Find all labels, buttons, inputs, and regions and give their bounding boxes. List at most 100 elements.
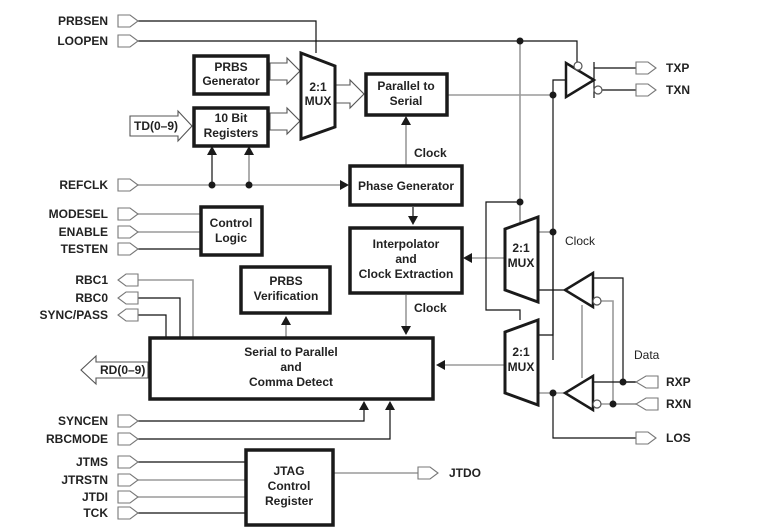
block-jtag: JTAG Control Register — [244, 448, 335, 527]
rx-mux-top-label-2: MUX — [508, 256, 535, 270]
block-interpolator: Interpolator and Clock Extraction — [348, 226, 464, 295]
pin-label-txp: TXP — [666, 61, 689, 75]
prbs-verification-label-1: PRBS — [269, 274, 302, 288]
block-phase-generator: Phase Generator — [348, 164, 464, 207]
wire-rbc0 — [138, 297, 181, 337]
tx-mux-label-1: 2:1 — [309, 80, 327, 94]
port-rxn — [634, 397, 659, 411]
block-rx-mux-top: 2:1 MUX — [503, 214, 540, 305]
block-serial-to-parallel: Serial to Parallel and Comma Detect — [148, 336, 435, 401]
port-txp — [635, 61, 657, 75]
clock-label-top: Clock — [414, 146, 447, 160]
data-label-right: Data — [634, 348, 660, 362]
pin-label-syncen: SYNCEN — [58, 414, 108, 428]
block-prbs-verification: PRBS Verification — [239, 265, 332, 315]
junction-dot — [516, 37, 524, 45]
port-modesel — [117, 207, 139, 221]
junction-dot — [549, 228, 557, 236]
pin-label-sync-pass: SYNC/PASS — [40, 308, 108, 322]
pin-label-rxn: RXN — [666, 397, 691, 411]
wire-mux-select-loop — [485, 201, 521, 320]
pin-label-jtdi: JTDI — [82, 490, 108, 504]
junction-dot — [549, 91, 557, 99]
tx-driver — [564, 60, 603, 100]
pin-labels: PRBSEN LOOPEN REFCLK MODESEL ENABLE TEST… — [40, 14, 692, 520]
wire-los — [552, 393, 636, 439]
clock-label-mid: Clock — [414, 301, 447, 315]
wire-tx-in — [552, 79, 565, 95]
pin-label-tck: TCK — [83, 506, 108, 520]
s2p-label-1: Serial to Parallel — [244, 345, 337, 359]
pin-label-jtms: JTMS — [76, 455, 108, 469]
arrowheads — [207, 116, 472, 410]
port-refclk — [117, 178, 139, 192]
rx-receiver-bottom — [562, 373, 602, 413]
pin-label-testen: TESTEN — [61, 242, 108, 256]
pin-label-los: LOS — [666, 431, 691, 445]
junction-dot — [549, 389, 557, 397]
bus-label-td: TD(0–9) — [134, 119, 178, 133]
port-rbc1 — [117, 273, 139, 287]
arrow-clock-s2p — [401, 326, 411, 335]
port-testen — [117, 242, 139, 256]
junction-dot — [619, 378, 627, 386]
td-bus-input — [129, 109, 193, 143]
phase-generator-label: Phase Generator — [358, 179, 454, 193]
wire-loopen — [138, 40, 578, 62]
jtag-label-3: Register — [265, 494, 313, 508]
wire-mux-bot-in — [538, 232, 554, 336]
port-loopen — [117, 34, 139, 48]
jtag-label-2: Control — [268, 479, 311, 493]
arrow-syncen — [359, 401, 369, 410]
junction-dot — [516, 198, 524, 206]
s2p-label-2: and — [280, 360, 301, 374]
pin-label-jtdo: JTDO — [449, 466, 481, 480]
pin-label-enable: ENABLE — [59, 225, 108, 239]
block-tx-mux: 2:1 MUX — [299, 50, 337, 142]
port-sync-pass — [117, 308, 139, 322]
arrow-clock-p2s — [401, 116, 411, 125]
arrow-prbs-verif — [281, 316, 291, 325]
txn-invert-bubble — [593, 85, 603, 95]
arrow-refclk-reg1 — [207, 146, 217, 155]
bus-arrow-reg-mux — [269, 106, 301, 136]
port-jtdi — [117, 490, 139, 504]
port-txn — [635, 83, 657, 97]
tx-enable-bubble — [573, 61, 583, 71]
wire-rbc1 — [138, 279, 194, 337]
port-prbsen — [117, 14, 139, 28]
rx-mux-top-label-1: 2:1 — [512, 241, 530, 255]
p2s-label-1: Parallel to — [377, 79, 434, 93]
jtag-label-1: JTAG — [273, 464, 304, 478]
s2p-label-3: Comma Detect — [249, 375, 333, 389]
wire-rxp-top — [593, 277, 636, 383]
interpolator-label-2: and — [395, 252, 416, 266]
wire-sync-pass — [138, 314, 167, 337]
wire-rxn-top — [600, 300, 636, 405]
port-jtdo — [417, 466, 439, 480]
port-rxp — [634, 375, 659, 389]
block-parallel-to-serial: Parallel to Serial — [364, 72, 449, 117]
port-rbc0 — [117, 291, 139, 305]
pin-label-modesel: MODESEL — [49, 207, 108, 221]
pin-label-rxp: RXP — [666, 375, 691, 389]
bus-label-rd: RD(0–9) — [100, 363, 145, 377]
control-logic-label-2: Logic — [215, 231, 247, 245]
registers-label-1: 10 Bit — [215, 111, 248, 125]
block-10bit-registers: 10 Bit Registers — [192, 106, 270, 148]
port-enable — [117, 225, 139, 239]
pin-label-refclk: REFCLK — [59, 178, 108, 192]
pin-label-rbc0: RBC0 — [75, 291, 108, 305]
control-logic-label-1: Control — [210, 216, 253, 230]
rx-mux-bottom-label-1: 2:1 — [512, 345, 530, 359]
port-rbcmode — [117, 432, 139, 446]
ports — [117, 14, 659, 520]
junctions — [208, 37, 627, 408]
pin-label-loopen: LOOPEN — [57, 34, 108, 48]
rx-top-bubble — [592, 296, 602, 306]
port-tck — [117, 506, 139, 520]
bus-arrow-prbs-mux — [269, 56, 301, 86]
interpolator-label-1: Interpolator — [373, 237, 440, 251]
pin-label-rbc1: RBC1 — [75, 273, 108, 287]
